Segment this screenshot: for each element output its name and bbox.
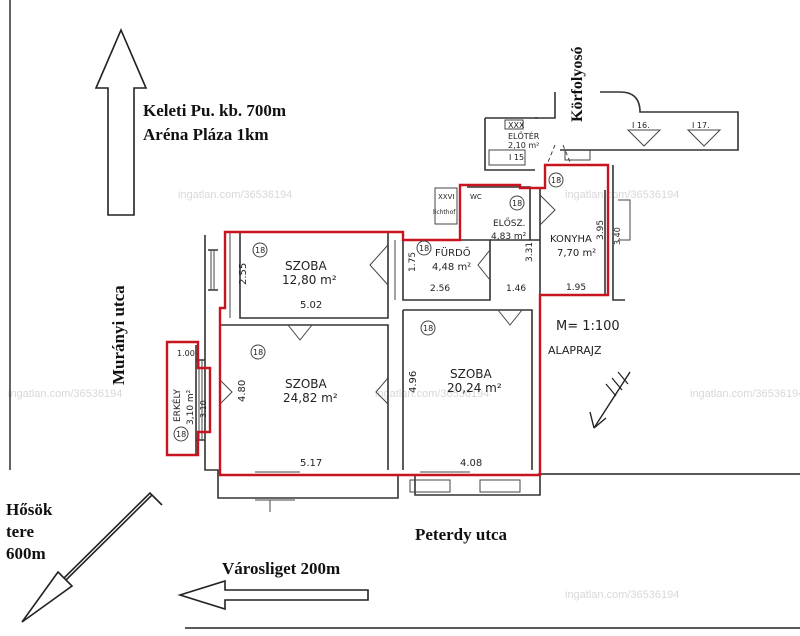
watermark-2: ingatlan.com/36536194 [565, 189, 679, 201]
dim-label: 4.80 [237, 380, 248, 402]
west-arrow-icon [177, 579, 369, 611]
north-label-2: Aréna Pláza 1km [143, 125, 269, 144]
west-arrow-label: Városliget 200m [222, 559, 340, 578]
dim-label: 3.31 [525, 242, 535, 262]
room-7-number: 18 [176, 430, 186, 439]
watermark-1: ingatlan.com/36536194 [178, 189, 292, 201]
compass-arrow-icon [589, 371, 631, 429]
sw-label-3: 600m [6, 544, 46, 563]
dim-label: 3.40 [613, 227, 622, 245]
room-3-area: 20,24 m² [447, 381, 502, 395]
watermark-6: ingatlan.com/36536194 [565, 589, 679, 601]
dim-label: 5.02 [300, 300, 322, 311]
room-3-number: 18 [423, 324, 433, 333]
misc-label: WC [470, 193, 482, 201]
room-4-area: 4,48 m² [432, 262, 471, 273]
room-4-name: FÜRDŐ [435, 245, 471, 259]
misc-label: I 17. [692, 121, 710, 130]
sw-label-2: tere [6, 522, 34, 541]
room-6-area: 7,70 m² [557, 248, 596, 259]
dimension-labels: 2.55 5.02 4.80 5.17 4.96 4.08 1.75 2.56 … [177, 220, 622, 469]
interior-walls [219, 186, 606, 473]
south-street-label: Peterdy utca [415, 525, 508, 544]
corridor-dashes [547, 144, 571, 163]
room-6-number: 18 [551, 176, 561, 185]
room-1-name: SZOBA [285, 259, 328, 273]
misc-label: XXX [508, 121, 525, 130]
room-1-area: 12,80 m² [282, 273, 337, 287]
room-2-number: 18 [253, 348, 263, 357]
southwest-arrow-icon [21, 491, 163, 623]
sw-label-1: Hősök [6, 500, 53, 519]
balcony-outline [165, 340, 212, 457]
dim-label: 1.95 [566, 283, 586, 293]
watermarks: ingatlan.com/36536194 ingatlan.com/36536… [8, 189, 800, 601]
room-1-number: 18 [255, 246, 265, 255]
scale-label: M= 1:100 [556, 319, 620, 334]
room-2-area: 24,82 m² [283, 391, 338, 405]
room-5-area: 4,83 m² [491, 232, 527, 242]
misc-annotations: XXX ELŐTÉR 2,10 m² I 16. I 17. I 15 XXVI… [433, 121, 710, 216]
dim-label: 3.10 [199, 400, 208, 418]
watermark-5: ingatlan.com/36536194 [690, 388, 800, 400]
misc-label: XXVI [438, 193, 454, 201]
dim-label: 1.00 [177, 349, 195, 358]
north-arrow-icon [94, 27, 148, 216]
room-5-name: ELŐSZ. [493, 218, 526, 229]
dim-label: 4.96 [408, 371, 419, 393]
dim-label: 5.17 [300, 458, 322, 469]
north-label-1: Keleti Pu. kb. 700m [143, 101, 286, 120]
building-walls [195, 91, 739, 512]
room-7-area: 3,10 m² [186, 389, 196, 425]
room-2-name: SZOBA [285, 377, 328, 391]
room-3-name: SZOBA [450, 367, 493, 381]
corridor-label: Körfolyosó [569, 46, 586, 122]
dim-label: 1.75 [408, 252, 418, 272]
room-labels: 18 SZOBA 12,80 m² 18 SZOBA 24,82 m² 18 S… [171, 172, 596, 442]
dim-label: 2.55 [238, 263, 249, 285]
dim-label: 4.08 [460, 458, 482, 469]
misc-label: I 16. [632, 121, 650, 130]
apartment-outline [218, 163, 610, 477]
plan-title: ALAPRAJZ [548, 344, 602, 357]
misc-label: 2,10 m² [508, 141, 539, 150]
room-7-name: ERKÉLY [171, 389, 183, 422]
dim-label: 2.56 [430, 284, 450, 294]
watermark-3: ingatlan.com/36536194 [8, 388, 122, 400]
dim-label: 3.95 [596, 220, 606, 240]
room-6-name: KONYHA [550, 234, 592, 245]
misc-label: lichthof [433, 209, 456, 216]
misc-label: ELŐTÉR [508, 130, 540, 141]
room-4-number: 18 [419, 244, 429, 253]
misc-label: I 15 [509, 153, 524, 162]
west-street-label: Murányi utca [109, 285, 128, 385]
dim-label: 1.46 [506, 284, 526, 294]
room-5-number: 18 [512, 199, 522, 208]
